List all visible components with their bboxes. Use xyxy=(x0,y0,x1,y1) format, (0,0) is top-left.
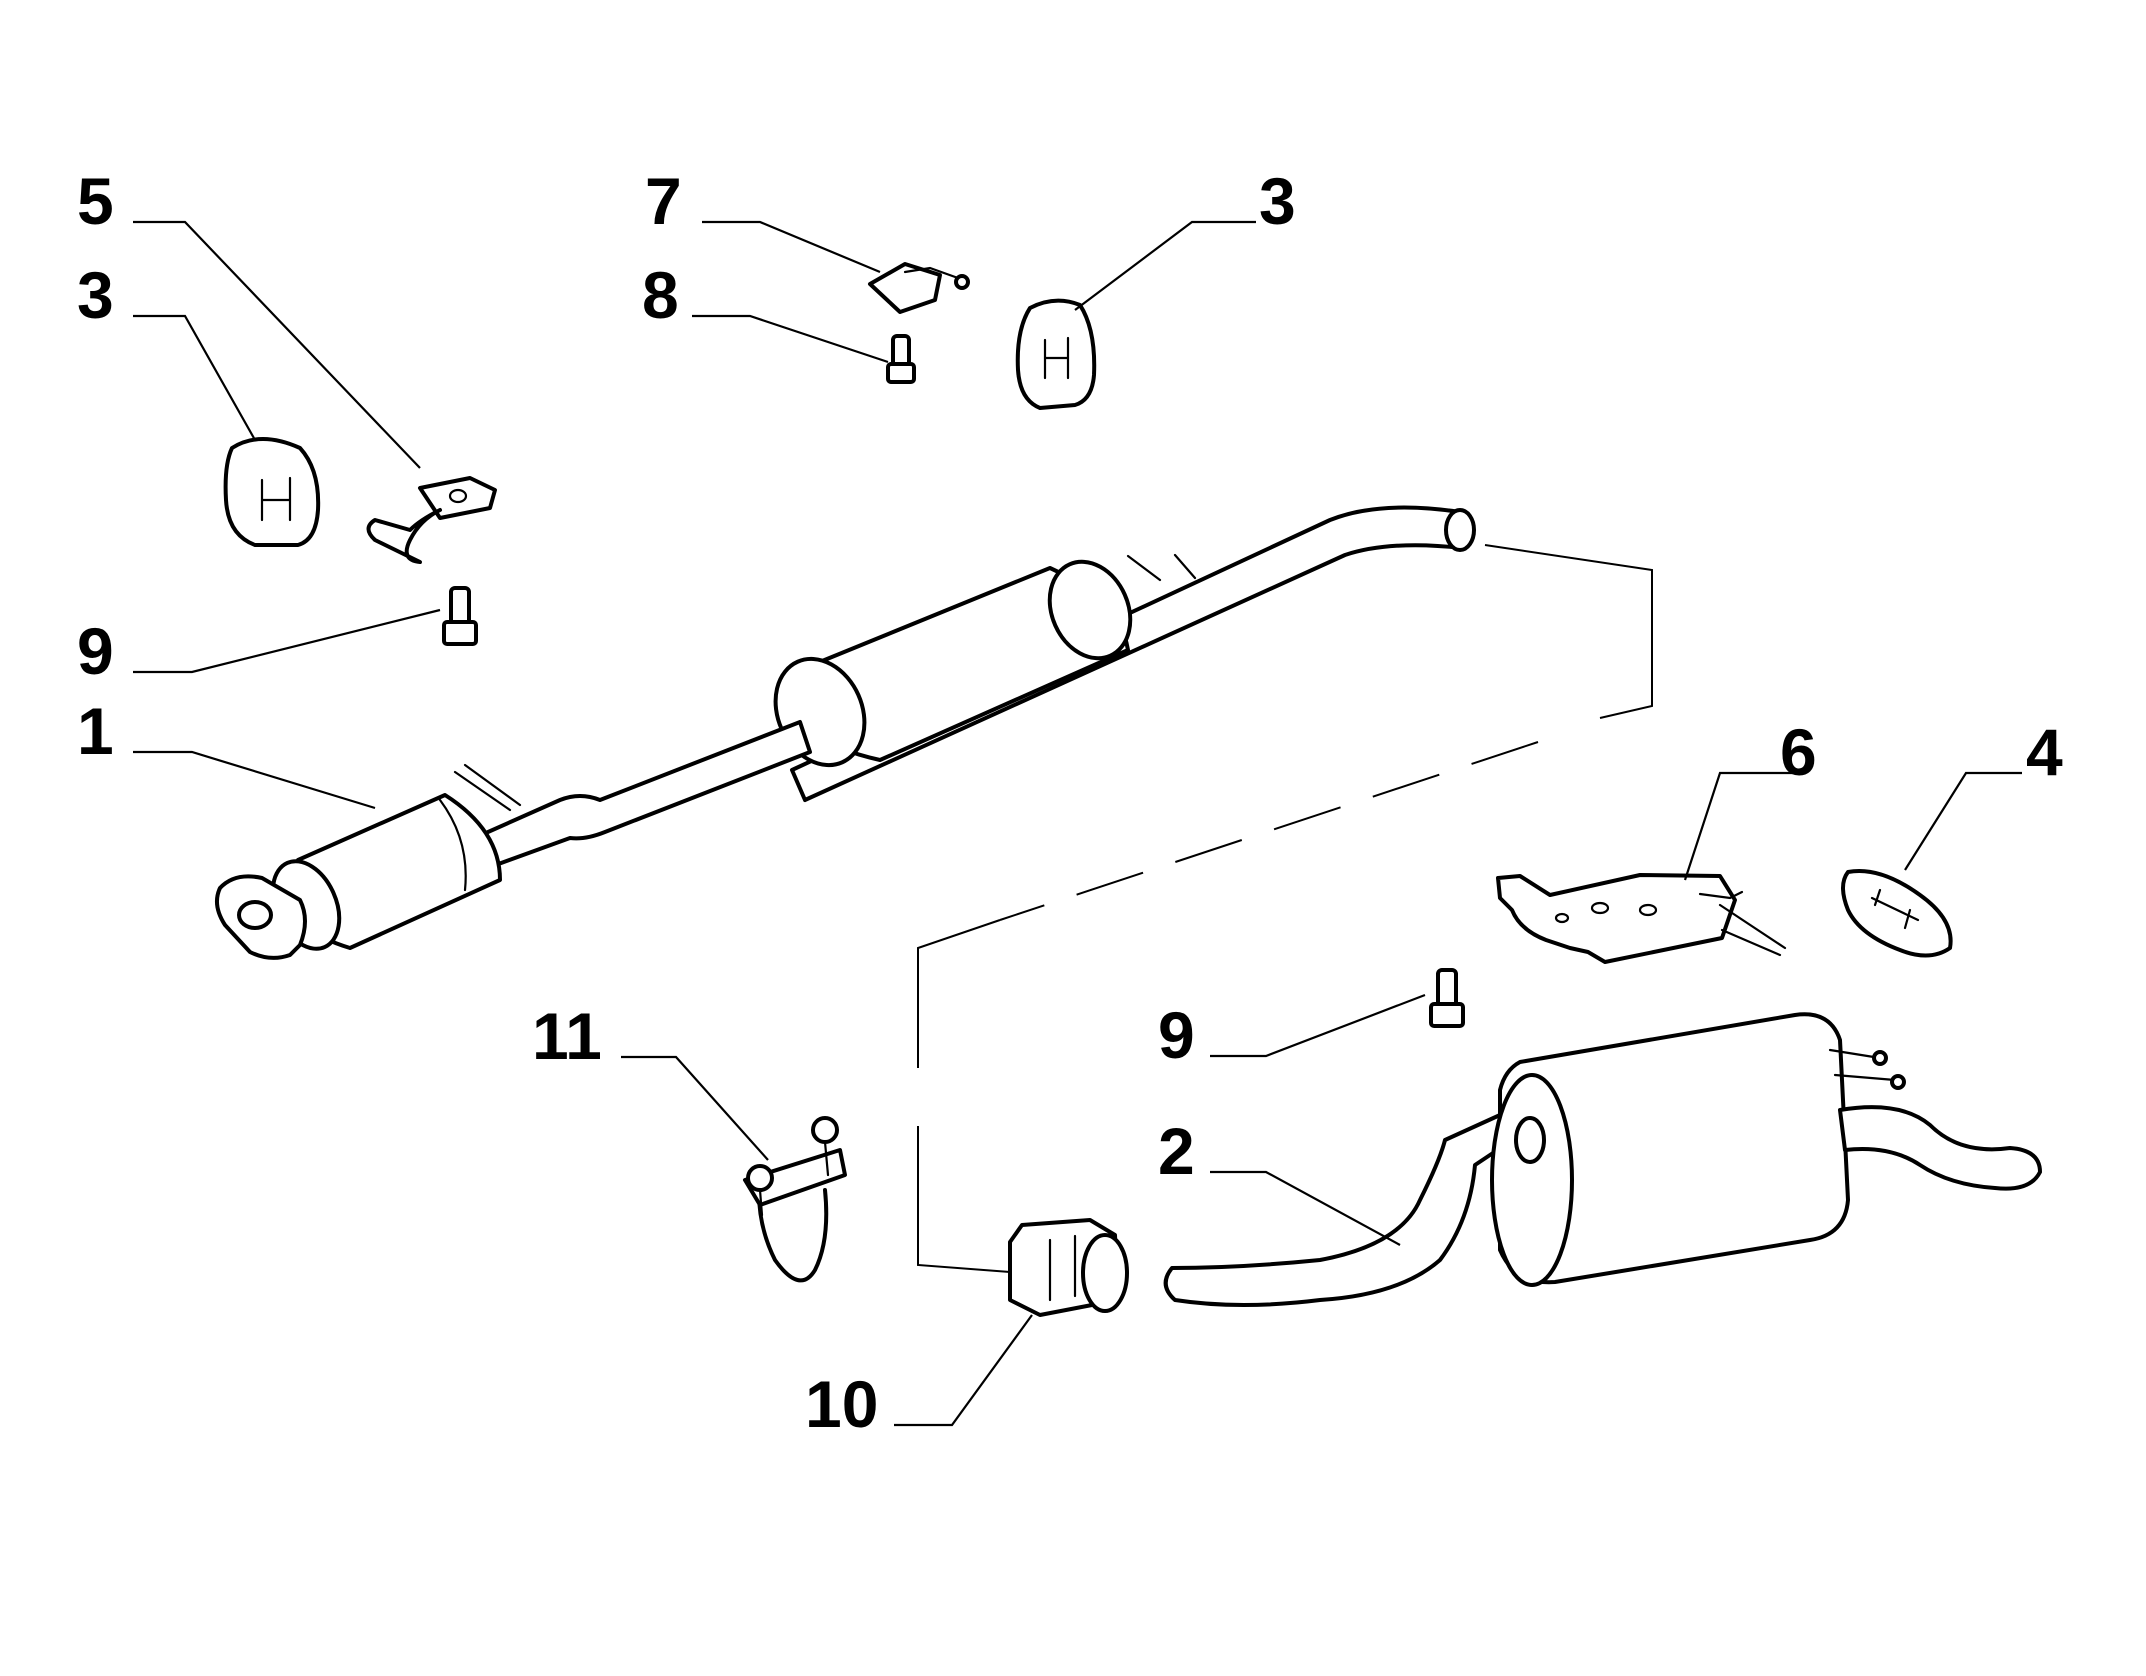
callout-10: 10 xyxy=(805,1367,878,1441)
part-1-front-pipe-assembly xyxy=(214,505,1476,960)
part-11-u-bolt-clamp xyxy=(743,1116,847,1283)
callout-5: 5 xyxy=(77,164,114,238)
callout-11: 11 xyxy=(532,999,602,1073)
callout-labels: 5 3 7 8 3 9 1 6 4 11 9 2 10 xyxy=(77,164,2063,1441)
callout-7: 7 xyxy=(645,164,682,238)
part-2-rear-muffler xyxy=(1163,1012,2042,1307)
callout-9-left: 9 xyxy=(77,614,114,688)
callout-2: 2 xyxy=(1158,1114,1195,1188)
leader-lines xyxy=(133,220,2022,1427)
part-3-rubber-hanger-left xyxy=(223,437,321,547)
part-9-bolt-right xyxy=(1429,968,1465,1028)
part-4-rubber-mount xyxy=(1841,869,1953,958)
callout-6: 6 xyxy=(1780,715,1817,789)
part-5-hanger-bracket xyxy=(366,476,497,564)
callout-3-left: 3 xyxy=(77,258,114,332)
part-10-sleeve-clamp xyxy=(1008,1218,1129,1317)
part-6-support-bracket xyxy=(1496,873,1787,964)
assembly-guide-lines xyxy=(917,544,1653,1273)
callout-3-right: 3 xyxy=(1259,164,1296,238)
callout-1: 1 xyxy=(77,694,114,768)
callout-4: 4 xyxy=(2026,715,2063,789)
part-3-rubber-hanger-right xyxy=(1015,298,1097,410)
part-7-hanger-bracket xyxy=(868,262,970,314)
part-9-bolt-left xyxy=(442,586,478,646)
part-8-bolt xyxy=(886,334,916,384)
callout-9-right: 9 xyxy=(1158,998,1195,1072)
callout-8: 8 xyxy=(642,258,679,332)
